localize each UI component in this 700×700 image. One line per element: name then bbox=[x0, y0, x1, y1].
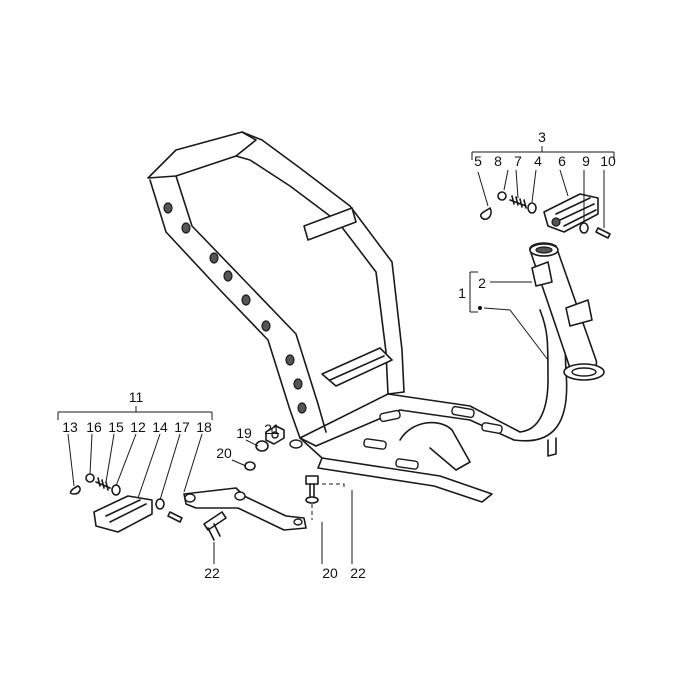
bolt-22-shank bbox=[207, 523, 221, 541]
washer-12 bbox=[111, 484, 121, 496]
pin-18 bbox=[167, 511, 183, 523]
callout-20-right: 20 bbox=[322, 565, 338, 581]
callout-14: 14 bbox=[152, 419, 168, 435]
callout-5: 5 bbox=[474, 153, 482, 169]
washer-20 bbox=[244, 461, 256, 471]
callout-11: 11 bbox=[129, 389, 144, 405]
callout-6: 6 bbox=[558, 153, 566, 169]
bolt-22-head bbox=[203, 511, 227, 531]
washer-4 bbox=[527, 202, 537, 214]
washer-9 bbox=[579, 222, 589, 234]
spring-7 bbox=[509, 195, 527, 209]
callout-15: 15 bbox=[108, 419, 124, 435]
right-footrest-assembly bbox=[479, 191, 611, 239]
side-stand-assembly bbox=[183, 425, 319, 541]
callout-4: 4 bbox=[534, 153, 542, 169]
callout-20-left: 20 bbox=[216, 445, 232, 461]
callout-12: 12 bbox=[130, 419, 146, 435]
callout-7: 7 bbox=[514, 153, 522, 169]
callout-18: 18 bbox=[196, 419, 212, 435]
callout-13: 13 bbox=[62, 419, 78, 435]
pin-10 bbox=[595, 227, 611, 239]
callout-3: 3 bbox=[538, 129, 546, 145]
leader-lines bbox=[57, 146, 615, 564]
ball-16 bbox=[85, 473, 95, 483]
spring-15 bbox=[95, 477, 111, 491]
ball-8 bbox=[497, 191, 507, 201]
callout-19: 19 bbox=[236, 425, 252, 441]
callout-8: 8 bbox=[494, 153, 502, 169]
callout-22-right: 22 bbox=[350, 565, 366, 581]
callout-9: 9 bbox=[582, 153, 590, 169]
split-pin-13 bbox=[69, 485, 81, 495]
split-pin-5 bbox=[479, 207, 492, 221]
steering-head-tube bbox=[529, 242, 605, 381]
footrest-14 bbox=[93, 495, 153, 533]
callout-2: 2 bbox=[478, 275, 486, 291]
callout-10: 10 bbox=[600, 153, 616, 169]
washer-17 bbox=[155, 498, 165, 510]
callout-16: 16 bbox=[86, 419, 102, 435]
callout-21: 21 bbox=[264, 421, 280, 437]
scooter-frame bbox=[147, 131, 575, 503]
washer-19 bbox=[255, 440, 269, 452]
callout-labels: 3 5 8 7 4 6 9 10 2 1 11 13 16 15 12 14 1… bbox=[62, 129, 616, 581]
callout-1: 1 bbox=[458, 285, 466, 301]
washer-20b bbox=[305, 496, 319, 504]
bolt-22b-head bbox=[305, 475, 319, 485]
callout-22-left: 22 bbox=[204, 565, 220, 581]
callout-17: 17 bbox=[174, 419, 190, 435]
